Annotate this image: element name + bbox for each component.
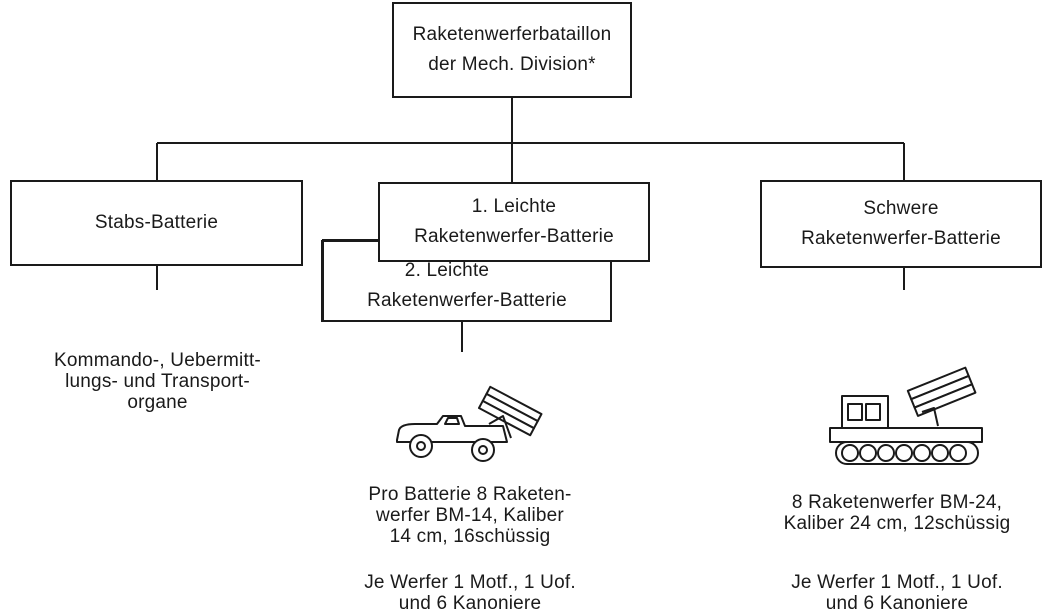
heavy-note-line2: Kaliber 24 cm, 12schüssig	[783, 513, 1011, 534]
tracked-rocket-launcher-icon	[829, 366, 983, 465]
light-battery-note: Pro Batterie 8 Raketen- werfer BM-14, Ka…	[325, 484, 615, 547]
stabs-note-line3: organe	[127, 392, 188, 413]
stabs-note-line1: Kommando-, Uebermitt-	[54, 350, 261, 371]
heavy-note-line1: 8 Raketenwerfer BM-24,	[791, 492, 1003, 513]
light-battery-2-line1: 2. Leichte	[404, 260, 490, 281]
light-crew-line2: und 6 Kanoniere	[398, 593, 542, 614]
light-battery-2-line2: Raketenwerfer-Batterie	[367, 290, 567, 311]
wheeled-rocket-launcher-icon	[396, 385, 543, 462]
light-battery-crew: Je Werfer 1 Motf., 1 Uof. und 6 Kanonier…	[325, 572, 615, 614]
light-battery-1-line2: Raketenwerfer-Batterie	[414, 226, 614, 247]
stabs-batterie-box: Stabs-Batterie	[10, 180, 303, 266]
heavy-battery-box: Schwere Raketenwerfer-Batterie	[760, 180, 1042, 268]
light-battery-1-line1: 1. Leichte	[471, 196, 557, 217]
heavy-battery-line2: Raketenwerfer-Batterie	[801, 228, 1001, 249]
heavy-battery-note: 8 Raketenwerfer BM-24, Kaliber 24 cm, 12…	[752, 492, 1042, 534]
root-title-line2: der Mech. Division*	[428, 54, 596, 75]
light-note-line1: Pro Batterie 8 Raketen-	[368, 484, 572, 505]
heavy-crew-line1: Je Werfer 1 Motf., 1 Uof.	[791, 572, 1003, 593]
stabs-note: Kommando-, Uebermitt- lungs- und Transpo…	[0, 350, 315, 413]
heavy-crew-line2: und 6 Kanoniere	[825, 593, 969, 614]
root-box: Raketenwerferbataillon der Mech. Divisio…	[392, 2, 632, 98]
light-note-line3: 14 cm, 16schüssig	[389, 526, 551, 547]
heavy-battery-crew: Je Werfer 1 Motf., 1 Uof. und 6 Kanonier…	[752, 572, 1042, 614]
root-title-line1: Raketenwerferbataillon	[412, 24, 612, 45]
light-crew-line1: Je Werfer 1 Motf., 1 Uof.	[364, 572, 576, 593]
light-note-line2: werfer BM-14, Kaliber	[376, 505, 564, 526]
light-battery-1-box: 1. Leichte Raketenwerfer-Batterie	[378, 182, 650, 262]
stabs-batterie-label: Stabs-Batterie	[94, 212, 219, 233]
stabs-note-line2: lungs- und Transport-	[65, 371, 250, 392]
heavy-battery-line1: Schwere	[863, 198, 939, 219]
